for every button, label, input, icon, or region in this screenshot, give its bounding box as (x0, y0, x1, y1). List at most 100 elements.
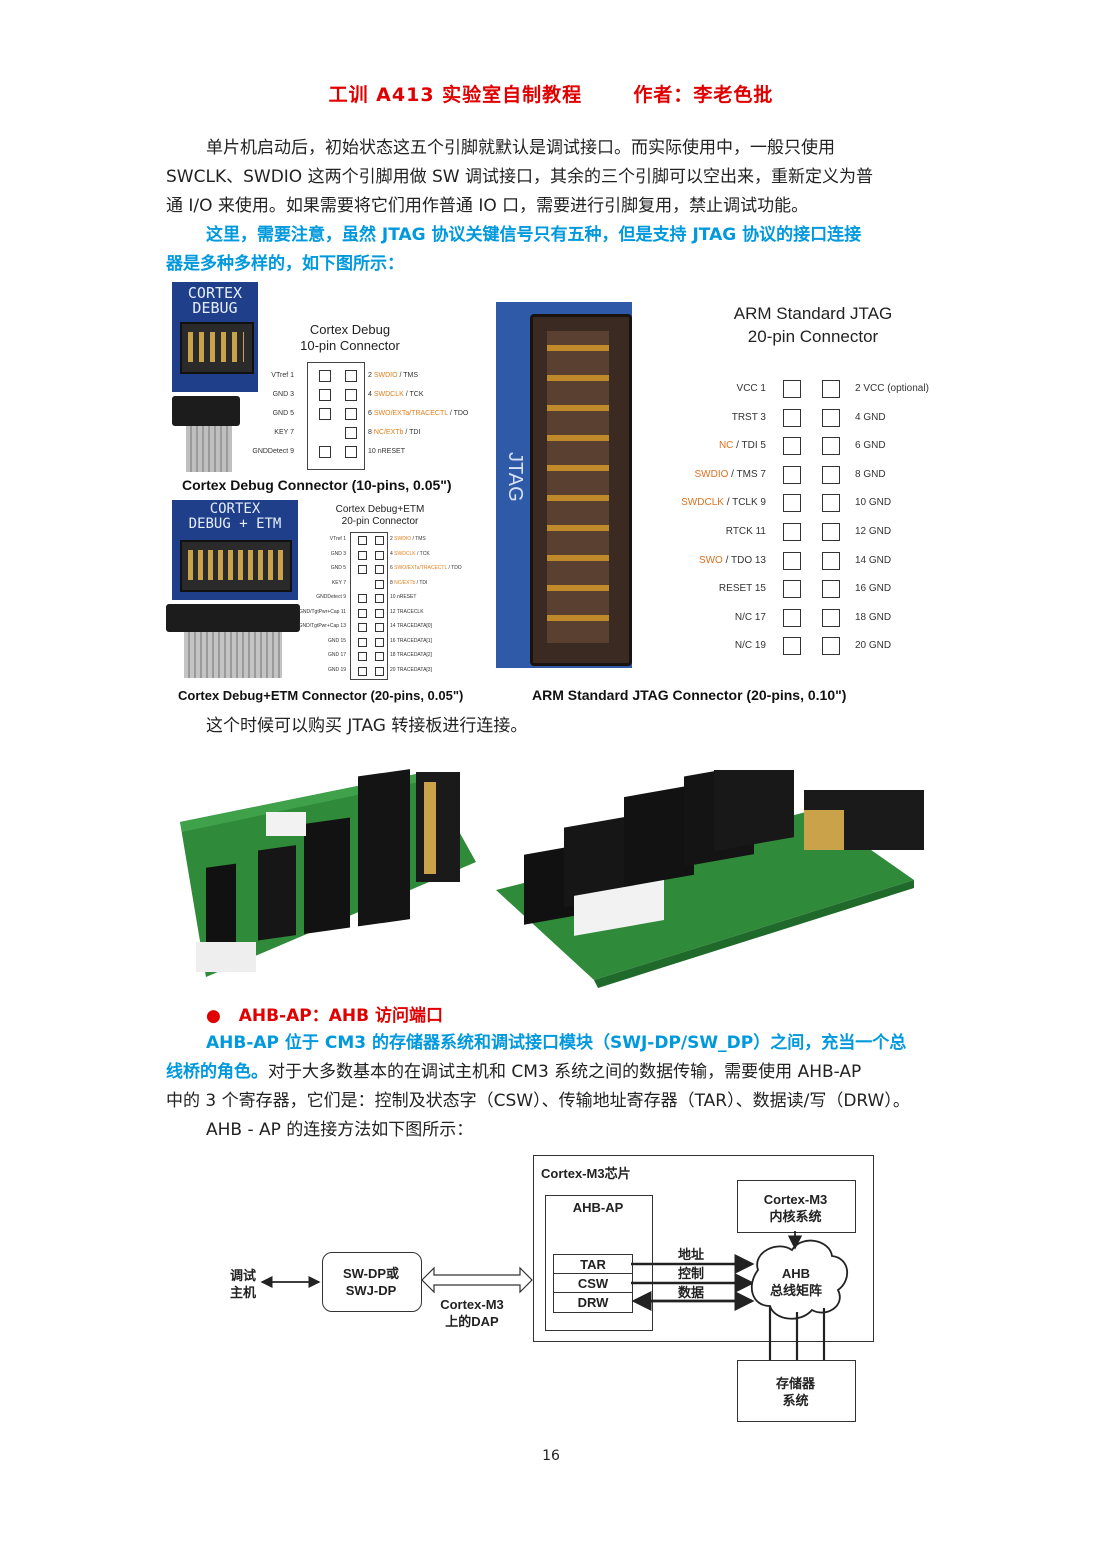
pin-square (375, 608, 384, 618)
jtag-num: 9 (757, 497, 766, 509)
pin-square (319, 389, 331, 401)
swdp-line2: SWJ-DP (345, 1283, 397, 1298)
pin-label-right: 16 TRACEDATA[1] (390, 638, 470, 644)
pin-num: 18 (390, 652, 397, 658)
pin-num: 6 (368, 410, 374, 417)
chip-label: Cortex-M3芯片 (541, 1166, 631, 1181)
pin-num: 20 (390, 666, 397, 673)
jtag-rest: TRST (731, 411, 758, 423)
pin-square (375, 666, 384, 676)
jtag-rest: / TDI (733, 440, 758, 452)
pin-rest: TRACEDATA[3] (396, 666, 432, 673)
memory-line1: 存储器 (775, 1376, 815, 1391)
page-number: 16 (542, 1448, 560, 1464)
title10-line2: 10-pin Connector (300, 338, 400, 353)
jtag-pin-square (783, 580, 801, 599)
memory-box (737, 1360, 856, 1422)
dap-label: Cortex-M3 上的DAP (430, 1296, 514, 1330)
pin-rest: / TCK (403, 391, 424, 398)
pin-num: 4 (390, 550, 395, 557)
jtag-num: 19 (752, 640, 766, 652)
para4-line2-blue: 线桥的角色。 (166, 1062, 268, 1082)
pin-rest: / TDO (447, 565, 462, 571)
pin-rest: / TDI (403, 429, 421, 436)
pin-num: 2 (390, 536, 395, 542)
pin-label-right: 8 NC/EXTb / TDI (390, 580, 470, 586)
pin-label-left: GND 3 (330, 550, 346, 557)
badge1-line2: DEBUG (192, 299, 238, 317)
pin-label-right: 2 SWDIO / TMS (390, 536, 470, 542)
badge2-line1: CORTEX (209, 501, 261, 517)
pin-square (319, 408, 331, 420)
pin-square (358, 608, 367, 618)
jtag-pin-right: 10 GND (855, 497, 892, 509)
jtag-pin-left: RTCK 11 (640, 526, 766, 537)
pin-signal: NC/EXTb (373, 429, 404, 436)
connector-figure: CORTEX DEBUG Cortex Debug 10-pin Connect… (0, 0, 1102, 720)
jtag-pin-square (783, 637, 801, 656)
jtag-pin-right: 4 GND (855, 411, 886, 423)
jtag-signal: SWDCLK (681, 497, 724, 509)
jtag-pin-square (822, 494, 840, 513)
pin-label-right: 20 TRACEDATA[3] (390, 667, 470, 673)
jtag-pin-square (783, 437, 801, 456)
pin-square (375, 594, 384, 603)
para1-line1: 单片机启动后，初始状态这五个引脚就默认是调试接口。而实际使用中，一般只使用 (206, 138, 835, 158)
pin-square (345, 370, 357, 382)
para3-text: 这个时候可以购买 JTAG 转接板进行连接。 (206, 716, 528, 736)
pin-rest: TRACEDATA[0] (396, 623, 432, 629)
cortex-20pin-title: Cortex Debug+ETM 20-pin Connector (320, 504, 440, 528)
host-line1: 调试 (229, 1268, 256, 1283)
jtag-pin-right: 12 GND (855, 526, 892, 537)
jtag-num: 11 (752, 526, 766, 537)
pin-label-right: 6 SWO/EXTa/TRACECTL / TDO (390, 565, 470, 571)
pin-square (375, 565, 384, 574)
pin-label-left: GND 5 (272, 410, 294, 417)
pin-signal: NC/EXTb (394, 579, 416, 586)
pin-square (358, 565, 367, 574)
pin-num: 12 (390, 608, 397, 615)
para4-line3: 中的 3 个寄存器，它们是：控制及状态字（CSW）、传输地址寄存器（TAR）、数… (166, 1091, 910, 1111)
jtag-pin-square (822, 580, 840, 599)
pin-square (319, 370, 331, 382)
jtag-pin-square (822, 380, 840, 398)
jtag-num: 5 (757, 440, 766, 452)
jtag-pin-square (783, 408, 801, 427)
jtag-pin-right: 6 GND (855, 440, 886, 452)
reg-tar-label: TAR (580, 1257, 606, 1272)
reg-drw-label: DRW (577, 1295, 609, 1310)
para4-line1: AHB-AP 位于 CM3 的存储器系统和调试接口模块（SWJ-DP/SW_DP… (206, 1033, 907, 1053)
paragraph-adapter: 这个时候可以购买 JTAG 转接板进行连接。 (166, 712, 936, 741)
pin-signal: SWDCLK (394, 550, 416, 557)
jtag-pin-square (783, 551, 801, 570)
para1-line3: 通 I/O 来使用。如果需要将它们用作普通 IO 口，需要进行引脚复用，禁止调试… (166, 196, 809, 216)
signal-data: 数据 (677, 1285, 704, 1300)
pin-num: 8 (390, 579, 395, 586)
pin-rest: / TMS (397, 372, 419, 379)
jtag-signal: NC (718, 440, 734, 452)
jtag-pin-left: VCC 1 (640, 383, 766, 394)
page-header: 工训 A413 实验室自制教程 作者：李老色批 (0, 80, 1102, 107)
host-line2: 主机 (229, 1285, 256, 1300)
jtag-pin-left: N/C 17 (640, 612, 766, 623)
pin-label-left: GND 17 (327, 652, 346, 658)
bullet-icon: ● (206, 1006, 221, 1026)
pin-label-left: GND/TgtPwr+Cap 11 (298, 608, 346, 615)
jtag-rest: RESET (718, 583, 753, 595)
jtag-num: 7 (757, 468, 766, 480)
cortex-10pin-outline (307, 362, 365, 470)
pin-label-right: 18 TRACEDATA[2] (390, 652, 470, 658)
pin-num: 4 (368, 391, 374, 398)
section-title: AHB-AP：AHB 访问端口 (238, 1006, 443, 1026)
matrix-line1: AHB (781, 1266, 811, 1281)
jtag-silkscreen-label: JTAG (504, 452, 526, 502)
jtag-pin-right: 20 GND (855, 640, 892, 652)
paragraph-ahb-ap: AHB-AP 位于 CM3 的存储器系统和调试接口模块（SWJ-DP/SW_DP… (166, 1029, 936, 1145)
jtag-num: 17 (752, 611, 766, 623)
jtag-title-line1: ARM Standard JTAG (733, 304, 893, 323)
jtag-num: 15 (752, 583, 766, 595)
jtag-rest: N/C (734, 611, 753, 623)
pin-label-right: 10 nRESET (368, 448, 478, 455)
pin-square (358, 652, 367, 661)
